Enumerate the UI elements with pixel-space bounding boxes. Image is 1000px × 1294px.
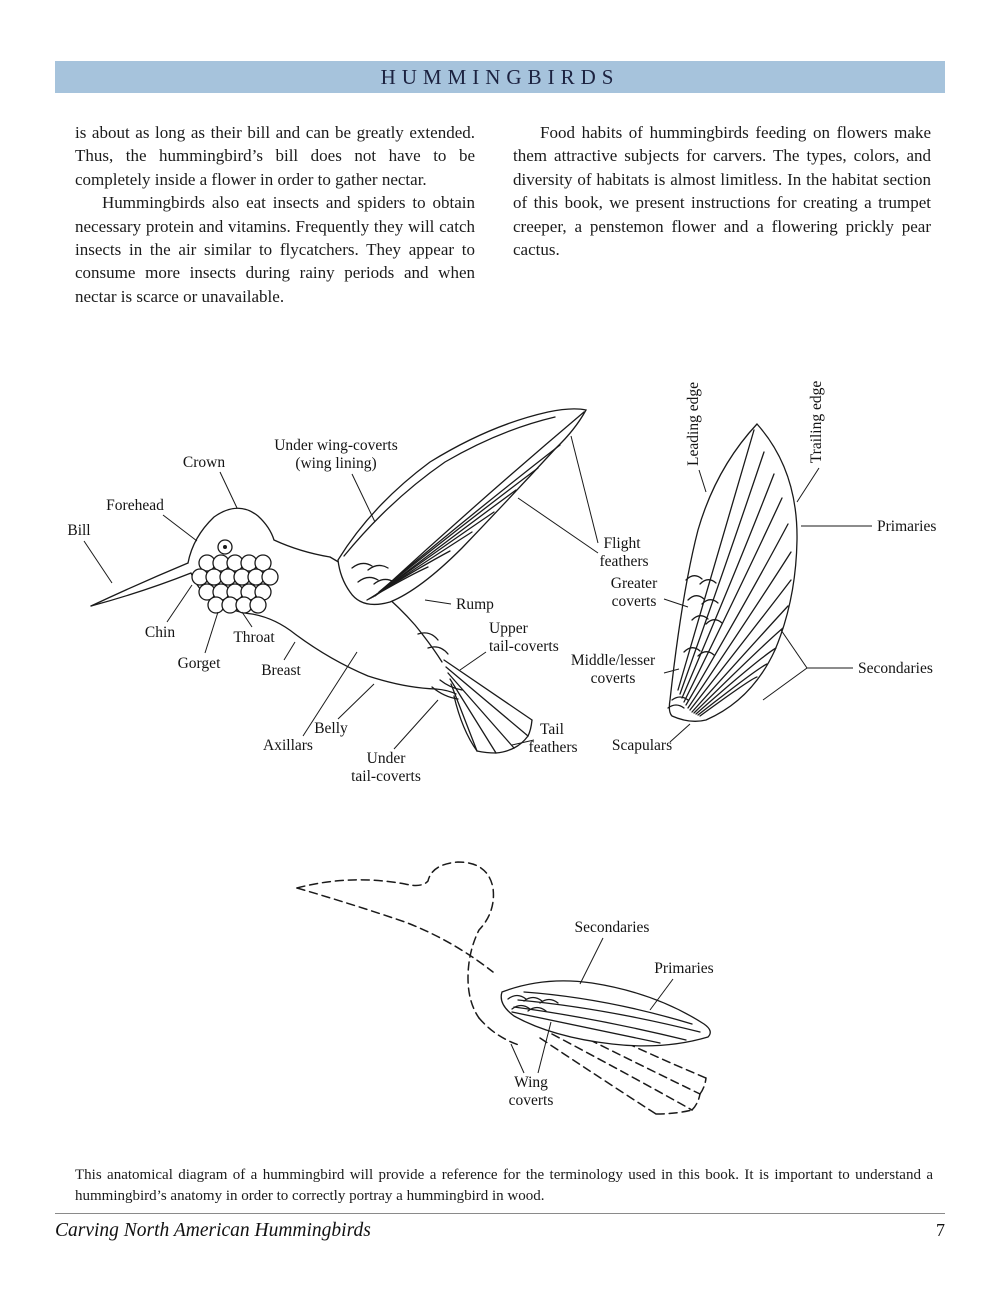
figure-caption: This anatomical diagram of a hummingbird… [75, 1167, 933, 1204]
label-bill: Bill [67, 522, 90, 539]
running-footer-title: Carving North American Hummingbirds [55, 1220, 371, 1241]
label-primaries: Primaries [877, 518, 936, 535]
label-throat: Throat [233, 629, 275, 646]
label-forehead: Forehead [106, 497, 164, 514]
label-secondaries: Secondaries [858, 660, 933, 677]
gorget-scallops [191, 554, 279, 614]
right-column: Food habits of hummingbirds feeding on f… [513, 121, 931, 308]
label-upper-tail-coverts: Upper [489, 620, 529, 637]
label-belly: Belly [314, 720, 348, 737]
label-under-tail-coverts: Under [367, 750, 407, 767]
page-number: 7 [936, 1220, 945, 1240]
label-leading-edge: Leading edge [685, 382, 702, 466]
detached-wing-labels: Leading edge Trailing edge Primaries Gre… [571, 381, 937, 754]
label-middle-lesser-coverts: coverts [591, 670, 636, 687]
left-column: is about as long as their bill and can b… [75, 121, 475, 308]
label-axillars: Axillars [263, 737, 313, 754]
label-crown: Crown [183, 454, 225, 471]
paragraph: Hummingbirds also eat insects and spider… [75, 193, 475, 306]
dashed-tail [551, 1033, 693, 1111]
label-gorget: Gorget [178, 655, 221, 672]
label-scapulars: Scapulars [612, 737, 672, 754]
folded-wing-outline [500, 980, 711, 1047]
detached-wing-drawing [667, 423, 798, 722]
label-under-wing-coverts: Under wing-coverts [274, 437, 398, 454]
folded-wing-drawing [500, 980, 711, 1047]
label-primaries-2: Primaries [654, 960, 713, 977]
perched-bird-labels: Secondaries Primaries Wing coverts [509, 919, 714, 1109]
label-flight-feathers: Flight [603, 535, 641, 552]
bill-shape [90, 562, 189, 607]
main-bird-drawing [90, 408, 587, 754]
label-rump: Rump [456, 596, 494, 613]
dashed-body-outline [296, 861, 495, 1019]
raised-wing [337, 408, 587, 606]
label-wing-coverts: Wing [514, 1074, 548, 1091]
label-chin: Chin [145, 624, 175, 641]
label-upper-tail-coverts: tail-coverts [489, 638, 559, 655]
chapter-header: HUMMINGBIRDS [55, 61, 945, 93]
bill-shape [90, 572, 192, 607]
head-outline [187, 507, 331, 564]
footer-rule [55, 1213, 945, 1214]
label-greater-coverts: coverts [612, 593, 657, 610]
label-under-tail-coverts: tail-coverts [351, 768, 421, 785]
paragraph: Food habits of hummingbirds feeding on f… [513, 123, 931, 260]
label-middle-lesser-coverts: Middle/lesser [571, 652, 656, 669]
label-tail-feathers: Tail [540, 721, 564, 738]
wing-outline [668, 423, 798, 722]
label-tail-feathers: feathers [528, 739, 577, 756]
perched-bird-drawing [296, 861, 707, 1115]
label-flight-feathers: feathers [599, 553, 648, 570]
chapter-title: HUMMINGBIRDS [380, 64, 620, 89]
leader-lines [83, 435, 872, 1074]
paragraph: is about as long as their bill and can b… [75, 123, 475, 189]
tail-feathers [443, 659, 533, 754]
label-breast: Breast [261, 662, 301, 679]
label-under-wing-coverts: (wing lining) [295, 455, 376, 472]
label-greater-coverts: Greater [611, 575, 658, 592]
page-footer: Carving North American Hummingbirds 7 [55, 1220, 945, 1242]
body-text: is about as long as their bill and can b… [75, 121, 931, 308]
main-bird-labels: Under wing-coverts (wing lining) Crown F… [67, 437, 648, 785]
label-wing-coverts: coverts [509, 1092, 554, 1109]
label-trailing-edge: Trailing edge [808, 381, 825, 464]
label-secondaries-2: Secondaries [575, 919, 650, 936]
